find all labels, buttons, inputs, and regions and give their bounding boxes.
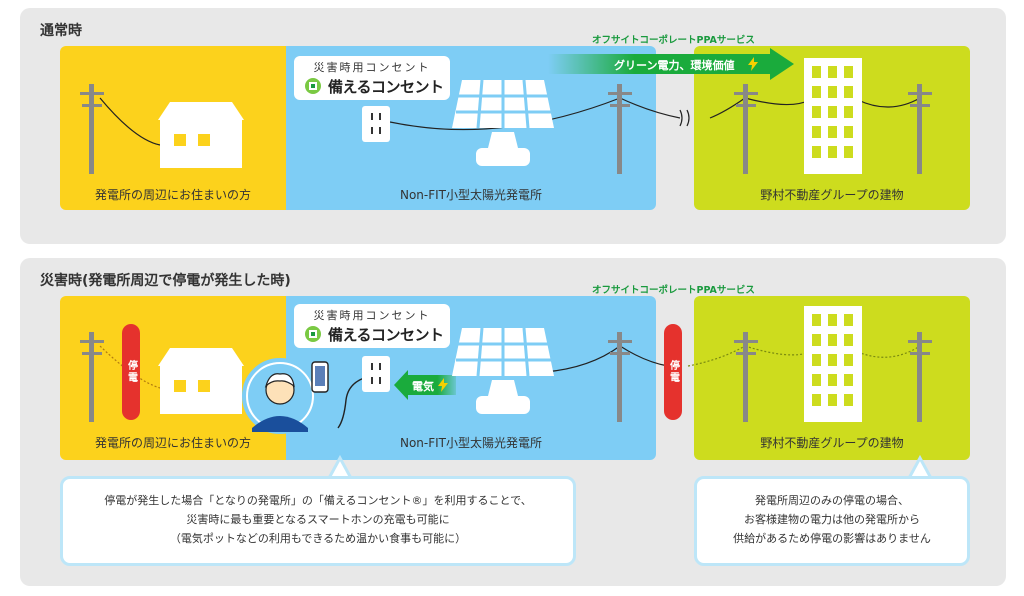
utility-pole-icon (80, 84, 104, 174)
building-icon (804, 58, 862, 174)
brand-main-text: 備えるコンセント (328, 78, 444, 96)
utility-pole-icon (734, 332, 758, 422)
wire-break-icon (679, 109, 690, 127)
utility-pole-icon (608, 84, 632, 174)
disaster-title: 災害時(発電所周辺で停電が発生した時) (40, 273, 291, 289)
disaster-home-label: 発電所の周辺にお住まいの方 (94, 436, 251, 450)
house-icon (158, 102, 244, 168)
outage-tag-right: 停電 (664, 324, 682, 420)
outage-tag-left: 停電 (122, 324, 140, 420)
lightning-icon (438, 378, 448, 392)
utility-pole-icon (80, 332, 104, 422)
callout-right-line-1: 発電所周辺のみの停電の場合、 (755, 494, 909, 507)
utility-pole-icon (908, 332, 932, 422)
callout-left-line-3: （電気ポットなどの利用もできるため温かい食事も可能に） (169, 532, 467, 545)
brand-top-text: 災害時用コンセント (313, 61, 431, 74)
brand-main-text: 備えるコンセント (328, 326, 444, 344)
normal-brand-logo: 災害時用コンセント 備えるコンセント (294, 56, 450, 100)
brand-top-text: 災害時用コンセント (313, 309, 431, 322)
callout-right: 発電所周辺のみの停電の場合、 お客様建物の電力は他の発電所から 供給があるため停… (694, 476, 970, 566)
outlet-icon (362, 106, 390, 142)
callout-right-line-2: お客様建物の電力は他の発電所から (744, 513, 920, 526)
normal-title: 通常時 (40, 23, 82, 39)
solar-panel-icon (452, 79, 554, 166)
disaster-ppa-label: オフサイトコーポレートPPAサービス (592, 285, 755, 296)
solar-panel-icon (452, 327, 554, 414)
brand-logo-icon (305, 78, 321, 94)
building-icon (804, 306, 862, 422)
person-with-phone-icon (242, 358, 329, 434)
disaster-brand-logo: 災害時用コンセント 備えるコンセント (294, 304, 450, 348)
normal-plant-label: Non-FIT小型太陽光発電所 (399, 188, 543, 202)
utility-pole-icon (608, 332, 632, 422)
callout-left: 停電が発生した場合「となりの発電所」の「備えるコンセント®」を利用することで、 … (60, 476, 576, 566)
brand-logo-icon (305, 326, 321, 342)
normal-ppa-label: オフサイトコーポレートPPAサービス (592, 35, 755, 46)
normal-arrow-text: グリーン電力、環境価値 (614, 59, 735, 72)
lightning-icon (748, 57, 758, 71)
electricity-arrow (394, 370, 456, 400)
callout-left-line-2: 災害時に最も重要となるスマートホンの充電も可能に (186, 513, 450, 526)
callout-right-line-3: 供給があるため停電の影響はありません (733, 532, 931, 545)
utility-pole-icon (908, 84, 932, 174)
green-power-arrow (548, 48, 794, 80)
disaster-plant-label: Non-FIT小型太陽光発電所 (399, 436, 543, 450)
outlet-icon (362, 356, 390, 392)
callout-left-line-1: 停電が発生した場合「となりの発電所」の「備えるコンセント®」を利用することで、 (104, 494, 532, 507)
disaster-arrow-text: 電気 (412, 380, 434, 393)
utility-pole-icon (734, 84, 758, 174)
house-icon (158, 348, 244, 414)
disaster-building-label: 野村不動産グループの建物 (760, 436, 904, 450)
normal-home-label: 発電所の周辺にお住まいの方 (94, 188, 251, 202)
normal-building-label: 野村不動産グループの建物 (760, 188, 904, 202)
